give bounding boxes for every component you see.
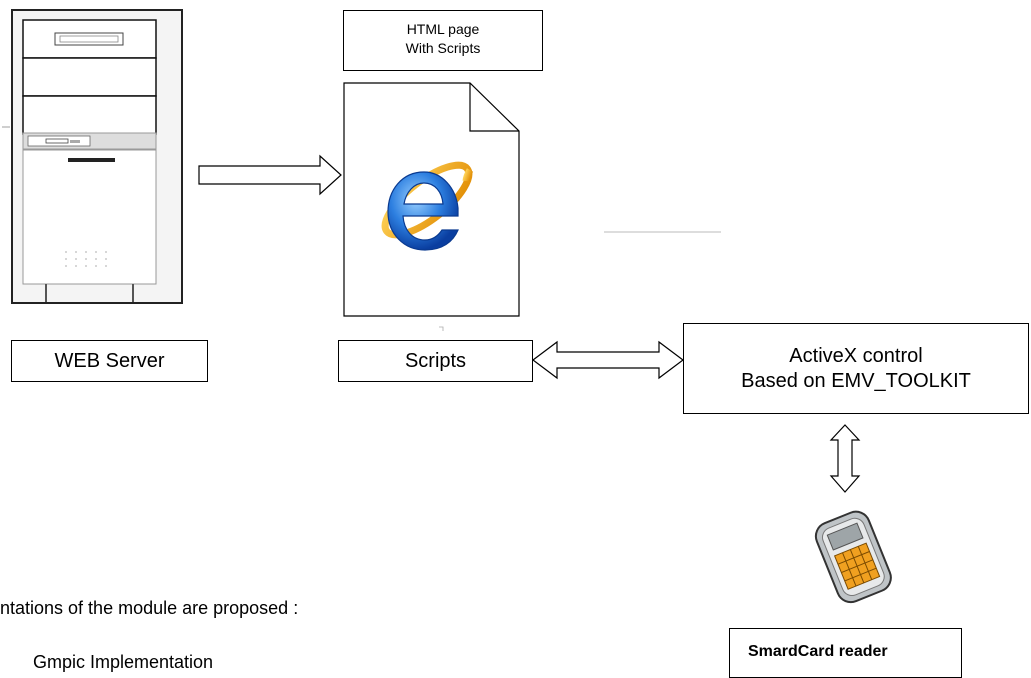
caption-text: ntations of the module are proposed : (0, 598, 299, 618)
html-document-icon (343, 82, 520, 331)
smartcard-reader-icon (814, 510, 892, 604)
web-server-box: WEB Server (11, 340, 208, 382)
server-tower-icon (2, 9, 183, 304)
arrow-activex-reader (829, 424, 861, 493)
scripts-box: Scripts (338, 340, 533, 382)
activex-line2: Based on EMV_TOOLKIT (741, 370, 971, 392)
activex-control-box: ActiveX control Based on EMV_TOOLKIT (683, 323, 1029, 414)
caption-cutoff-text: Gmpic Implementation (33, 652, 214, 672)
html-page-line2: With Scripts (405, 40, 481, 56)
internet-explorer-icon (381, 161, 474, 251)
web-server-label: WEB Server (54, 350, 165, 372)
smartcard-reader-box: SmardCard reader (729, 628, 962, 678)
html-page-box: HTML page With Scripts (343, 10, 543, 71)
arrow-scripts-activex (532, 340, 684, 380)
smartcard-reader-label: SmardCard reader (748, 643, 888, 660)
activex-line1: ActiveX control (789, 345, 923, 367)
scripts-label: Scripts (404, 350, 467, 372)
html-page-line1: HTML page (406, 21, 480, 37)
arrow-server-to-page (198, 154, 342, 196)
